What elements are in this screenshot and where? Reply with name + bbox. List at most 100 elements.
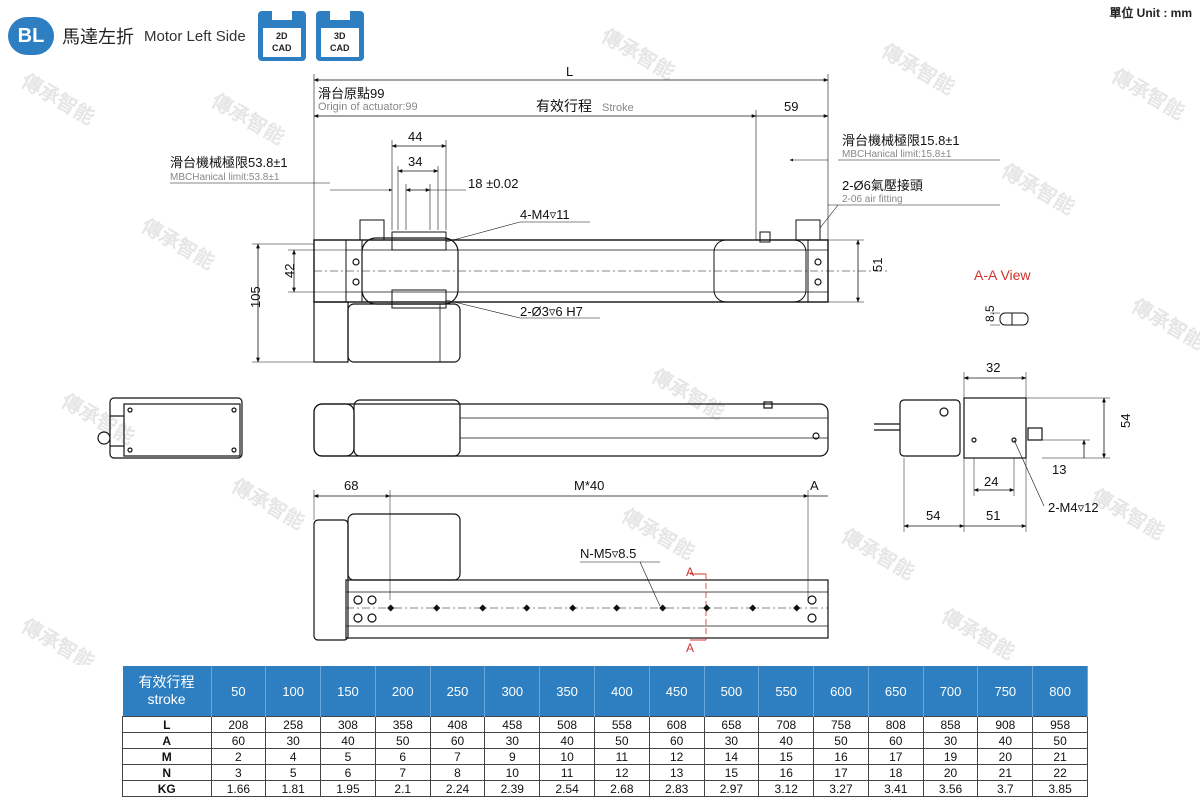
mech-limit-right-cn: 滑台機械極限15.8±1 <box>842 133 960 148</box>
table-cell: 1.81 <box>265 780 322 797</box>
watermark: 傳承智能 <box>937 603 1019 664</box>
watermark: 傳承智能 <box>1087 483 1169 544</box>
section-mark-bottom: A <box>686 641 694 655</box>
dim-51-horizontal: 51 <box>986 508 1000 523</box>
side-view <box>313 399 829 457</box>
bottom-view-holes <box>387 604 801 612</box>
table-cell: 458 <box>484 716 541 733</box>
row-label: KG <box>122 780 212 797</box>
table-cell: 12 <box>593 764 650 781</box>
tap-spec-m4-12: 2-M4▿12 <box>1048 500 1099 515</box>
table-cell: 2 <box>210 748 267 765</box>
table-header-cell: 750 <box>977 666 1034 717</box>
watermark: 傳承智能 <box>597 23 679 84</box>
table-header-stroke: 有效行程 stroke <box>122 666 212 717</box>
table-cell: 808 <box>867 716 924 733</box>
dim-18: 18 ±0.02 <box>468 176 519 191</box>
table-cell: 2.68 <box>593 780 650 797</box>
table-header-cell: 200 <box>375 666 431 717</box>
air-fitting-cn: 2-Ø6氣壓接頭 <box>842 178 923 193</box>
table-header-cell: 650 <box>868 666 924 717</box>
air-fitting-en: 2-06 air fitting <box>842 194 903 205</box>
table-cell: 208 <box>210 716 267 733</box>
row-label: A <box>122 732 212 749</box>
watermark: 傳承智能 <box>1107 63 1189 124</box>
table-cell: 3.56 <box>922 780 979 797</box>
watermark: 傳承智能 <box>137 213 219 274</box>
table-cell: 15 <box>703 764 760 781</box>
table-cell: 60 <box>648 732 705 749</box>
table-cell: 30 <box>484 732 541 749</box>
table-cell: 958 <box>1032 716 1088 733</box>
table-cell: 11 <box>593 748 650 765</box>
table-header-cell: 350 <box>539 666 595 717</box>
table-cell: 21 <box>977 764 1034 781</box>
dim-54-horizontal: 54 <box>926 508 940 523</box>
title-english: Motor Left Side <box>144 27 246 45</box>
table-cell: 908 <box>977 716 1034 733</box>
table-header-cell: 600 <box>813 666 869 717</box>
watermark-layer: 傳承智能 傳承智能 傳承智能 傳承智能 傳承智能 傳承智能 傳承智能 傳承智能 … <box>17 23 1200 665</box>
table-cell: 3.27 <box>813 780 869 797</box>
table-header-cell: 300 <box>484 666 541 717</box>
aa-view-title: A-A View <box>974 267 1031 283</box>
dowel-spec: 2-Ø3▿6 H7 <box>520 304 583 319</box>
spec-table: 有效行程 stroke 50 100 150 200 250 300 350 4… <box>122 666 1088 797</box>
table-header-cell: 50 <box>211 666 267 717</box>
tap-spec-m4-11: 4-M4▿11 <box>520 207 570 222</box>
table-cell: 16 <box>758 764 815 781</box>
dim-8-5: 8.5 <box>983 305 997 322</box>
dim-59: 59 <box>784 99 798 114</box>
table-cell: 6 <box>374 748 431 765</box>
origin-label-cn: 滑台原點99 <box>318 86 384 101</box>
table-cell: 16 <box>813 748 869 765</box>
dim-54-vertical: 54 <box>1118 414 1133 428</box>
table-cell: 10 <box>539 748 595 765</box>
table-cell: 508 <box>539 716 595 733</box>
page-header: BL 馬達左折 Motor Left Side 2D CAD 3D CAD <box>8 8 364 64</box>
table-cell: 40 <box>758 732 815 749</box>
watermark: 傳承智能 <box>997 158 1079 219</box>
table-cell: 17 <box>813 764 869 781</box>
table-header-cell: 100 <box>265 666 322 717</box>
table-cell: 2.97 <box>703 780 760 797</box>
cad-3d-button[interactable]: 3D CAD <box>315 11 364 61</box>
table-cell: 758 <box>813 716 869 733</box>
watermark: 傳承智能 <box>57 388 139 449</box>
table-cell: 40 <box>977 732 1034 749</box>
table-cell: 7 <box>374 764 431 781</box>
table-header-cell: 150 <box>320 666 376 717</box>
table-header-cell: 550 <box>758 666 815 717</box>
dim-A: A <box>810 478 819 493</box>
technical-drawing: 傳承智能 傳承智能 傳承智能 傳承智能 傳承智能 傳承智能 傳承智能 傳承智能 … <box>17 23 1200 665</box>
watermark: 傳承智能 <box>647 363 729 424</box>
table-cell: 18 <box>867 764 924 781</box>
table-cell: 50 <box>374 732 431 749</box>
table-cell: 20 <box>977 748 1034 765</box>
table-header-cell: 800 <box>1032 666 1088 717</box>
table-cell: 19 <box>922 748 979 765</box>
watermark: 傳承智能 <box>837 523 919 584</box>
table-cell: 3.41 <box>867 780 924 797</box>
table-cell: 22 <box>1032 764 1088 781</box>
table-cell: 2.39 <box>484 780 541 797</box>
mech-limit-right-en: MBCHanical limit:15.8±1 <box>842 149 952 160</box>
table-cell: 308 <box>320 716 376 733</box>
dim-42: 42 <box>282 264 297 278</box>
dim-M40: M*40 <box>574 478 604 493</box>
top-view-labels: L 滑台原點99 Origin of actuator:99 有效行程 Stro… <box>170 64 960 319</box>
unit-label: 單位 Unit : mm <box>1109 6 1192 20</box>
cad-2d-button[interactable]: 2D CAD <box>257 11 306 61</box>
dim-34: 34 <box>408 154 422 169</box>
mech-limit-left-cn: 滑台機械極限53.8±1 <box>170 155 288 170</box>
table-cell: 12 <box>648 748 705 765</box>
dim-51: 51 <box>870 258 885 272</box>
table-cell: 10 <box>484 764 541 781</box>
end-view <box>874 372 1110 532</box>
mech-limit-left-en: MBCHanical limit:53.8±1 <box>170 172 280 183</box>
table-cell: 7 <box>429 748 486 765</box>
